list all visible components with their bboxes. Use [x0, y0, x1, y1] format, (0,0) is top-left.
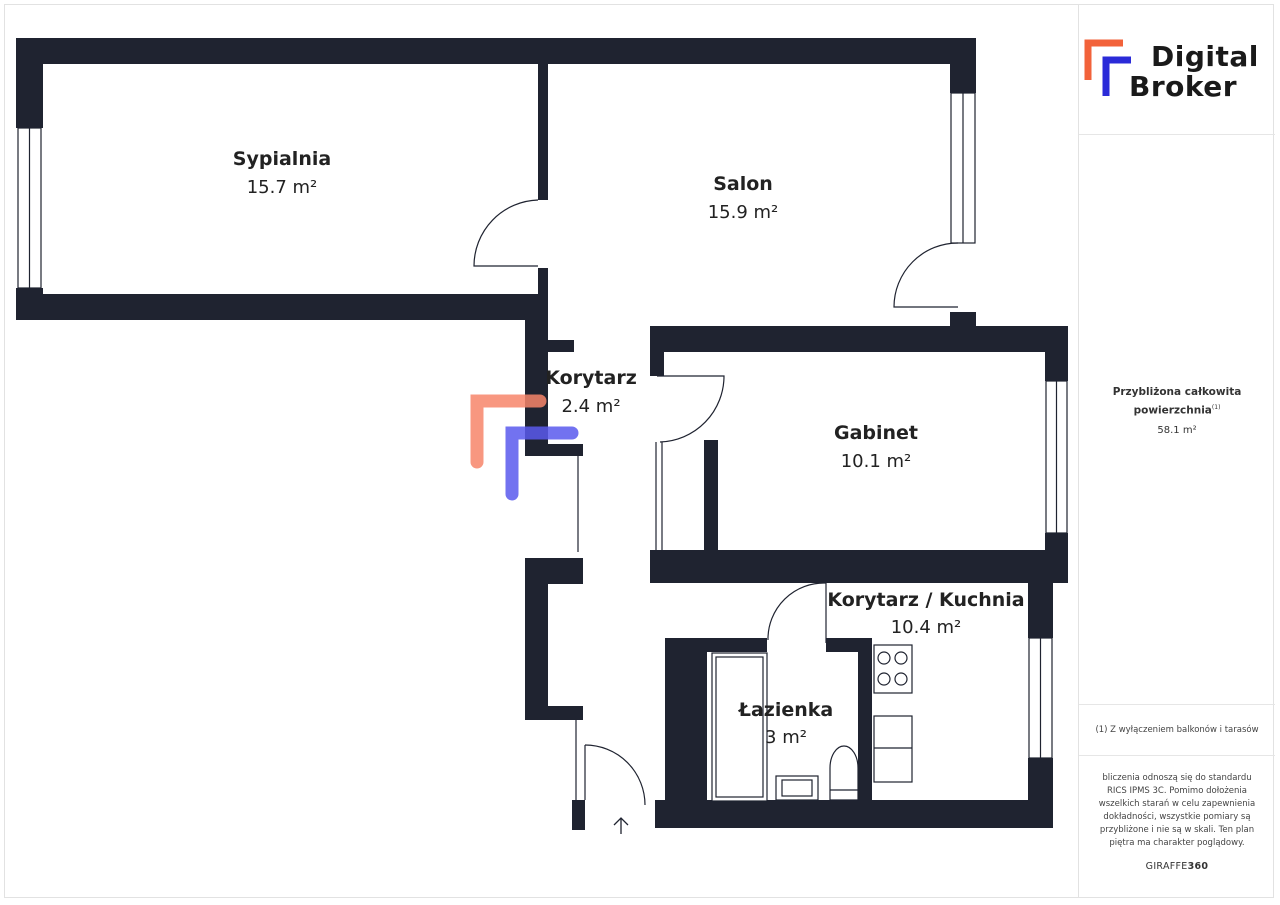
- kitchen-sink-icon: [873, 715, 913, 783]
- total-area-label: Przybliżona całkowita powierzchnia(1): [1079, 384, 1275, 419]
- room-area: 10.1 m²: [841, 451, 912, 472]
- page-frame: [4, 4, 1274, 898]
- wall-corridor-stub: [548, 340, 574, 352]
- floor-plan: Sypialnia 15.7 m² Salon 15.9 m² Korytarz…: [16, 38, 1068, 834]
- room-area: 15.9 m²: [708, 202, 779, 223]
- wall-gabinet-top: [650, 326, 1068, 352]
- brand-line2: Broker: [1129, 70, 1238, 103]
- room-name: Korytarz: [545, 367, 637, 389]
- wall-divider-lower: [538, 268, 548, 320]
- logo-orange-bracket: [1084, 39, 1123, 80]
- room-name: Salon: [713, 173, 773, 195]
- doors: [473, 199, 959, 806]
- walls: [16, 38, 1068, 830]
- door-balcony: [893, 242, 959, 308]
- total-area-value: 58.1 m²: [1157, 424, 1197, 436]
- room-area: 15.7 m²: [247, 177, 318, 198]
- wall-bath-right: [858, 638, 872, 828]
- total-area-block: Przybliżona całkowita powierzchnia(1) 58…: [1079, 384, 1275, 436]
- brand-name: Digital Broker: [1129, 42, 1259, 102]
- giraffe-prefix: GIRAFFE: [1145, 861, 1188, 872]
- brand-line1: Digital: [1151, 40, 1259, 73]
- door-gabinet: [657, 375, 725, 443]
- wall-entry-left: [525, 558, 548, 718]
- door-bedroom: [473, 199, 539, 267]
- wall-corridor-step: [525, 444, 583, 456]
- total-area-label-line2: powierzchnia: [1133, 404, 1212, 417]
- wall-gabinet-left: [704, 440, 718, 552]
- room-name: Gabinet: [834, 422, 918, 444]
- watermark-orange-bracket: [470, 394, 547, 469]
- wall-kitchen-right-upper: [1028, 583, 1053, 638]
- wall-bath-top-left: [665, 638, 767, 652]
- watermark-blue-bracket: [505, 426, 579, 501]
- burner-icon: [877, 651, 891, 665]
- footnote: (1) Z wyłączeniem balkonów i tarasów: [1079, 704, 1275, 756]
- stove-icon: [873, 644, 913, 694]
- burner-icon: [894, 651, 908, 665]
- room-name: Łazienka: [738, 699, 833, 721]
- room-area: 3 m²: [765, 727, 807, 748]
- door-kitchen-arc: [767, 582, 827, 641]
- room-name: Korytarz / Kuchnia: [827, 589, 1024, 611]
- wall-bottom: [655, 800, 1053, 828]
- footnote-marker: (1): [1211, 404, 1221, 411]
- giraffe360-credit: GIRAFFE360: [1079, 861, 1275, 872]
- watermark-logo-icon: [470, 394, 579, 501]
- disclaimer: bliczenia odnoszą się do standardu RICS …: [1098, 773, 1256, 848]
- wall-entry-bottom-left: [572, 800, 585, 830]
- bathtub-inner: [715, 656, 764, 798]
- burner-icon: [877, 672, 891, 686]
- room-name: Sypialnia: [233, 148, 331, 170]
- wall-gabinet-right-upper: [1045, 326, 1068, 381]
- giraffe-suffix: 360: [1187, 861, 1209, 872]
- windows: [17, 92, 1068, 759]
- entrance-arrow-icon: [613, 817, 629, 834]
- wall-left-upper: [16, 38, 43, 128]
- wall-corridor-left: [525, 320, 548, 456]
- wall-bedroom-bottom: [16, 294, 548, 320]
- wall-entry-step: [525, 706, 583, 720]
- fixtures: [711, 644, 913, 802]
- room-area: 2.4 m²: [561, 396, 620, 417]
- info-sidebar: Digital Broker Przybliżona całkowita pow…: [1078, 4, 1275, 898]
- toilet-icon: [829, 745, 859, 801]
- burner-icon: [894, 672, 908, 686]
- wall-gabinet-bottom: [650, 550, 1068, 583]
- room-labels: Sypialnia 15.7 m² Salon 15.9 m² Korytarz…: [233, 148, 1025, 748]
- sink-basin: [781, 779, 813, 797]
- brand-logo-icon: [1084, 39, 1131, 96]
- wall-divider-upper: [538, 64, 548, 200]
- logo-blue-bracket: [1102, 56, 1131, 96]
- wall-bath-left: [665, 638, 707, 828]
- door-entry-arc: [584, 744, 646, 806]
- wall-gabinet-left-top: [650, 352, 664, 376]
- total-area-label-line1: Przybliżona całkowita: [1112, 386, 1242, 398]
- room-area: 10.4 m²: [891, 617, 962, 638]
- brand-logo: Digital Broker: [1079, 4, 1275, 135]
- wall-top: [16, 38, 976, 64]
- wall-salon-right-upper: [950, 38, 976, 93]
